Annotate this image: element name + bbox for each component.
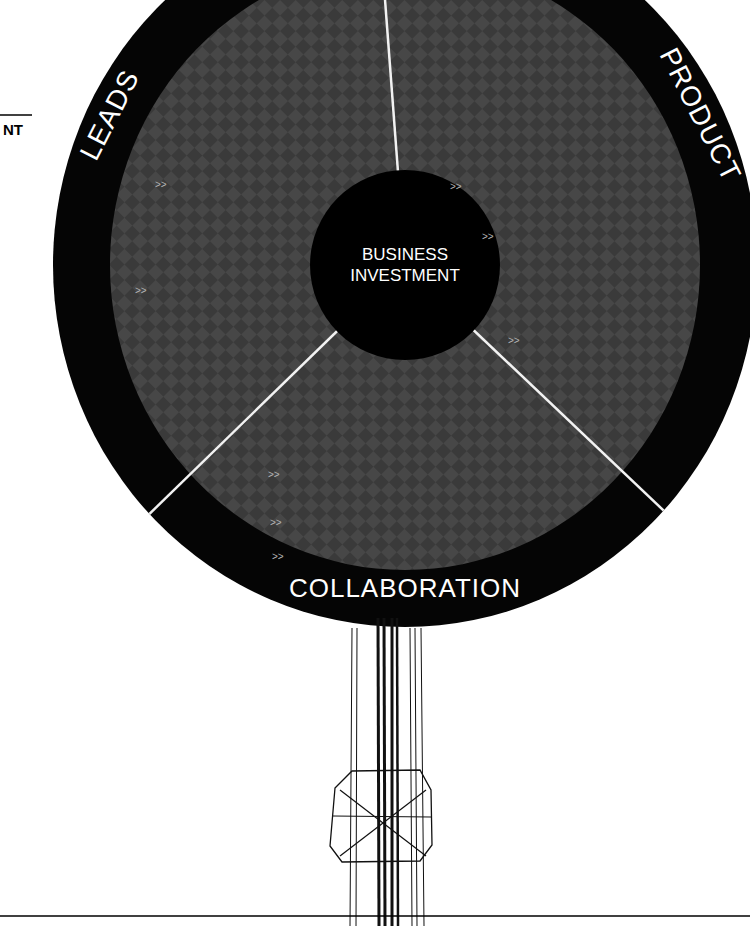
bullet-marker: >>	[135, 286, 147, 296]
ring-segment: COLLABORATION	[289, 575, 521, 601]
rule-line	[0, 114, 32, 116]
inner-field	[110, 0, 700, 570]
bullet-marker: >>	[272, 552, 284, 562]
hand-sketch-stand	[330, 618, 432, 926]
hub-circle: BUSINESS INVESTMENT	[310, 170, 500, 360]
segment-label: COLLABORATION	[289, 575, 521, 601]
bullet-marker: >>	[268, 470, 280, 480]
divider-lines	[20, 0, 750, 640]
bullet-marker: >>	[270, 518, 282, 528]
cut-off-heading: NT	[3, 122, 23, 137]
bullet-marker: >>	[450, 182, 462, 192]
bullet-marker: >>	[482, 232, 494, 242]
base-line	[0, 915, 750, 917]
bullet-marker: >>	[508, 336, 520, 346]
hub-label: BUSINESS INVESTMENT	[330, 244, 480, 287]
bullet-marker: >>	[155, 180, 167, 190]
outer-ring	[53, 0, 750, 627]
